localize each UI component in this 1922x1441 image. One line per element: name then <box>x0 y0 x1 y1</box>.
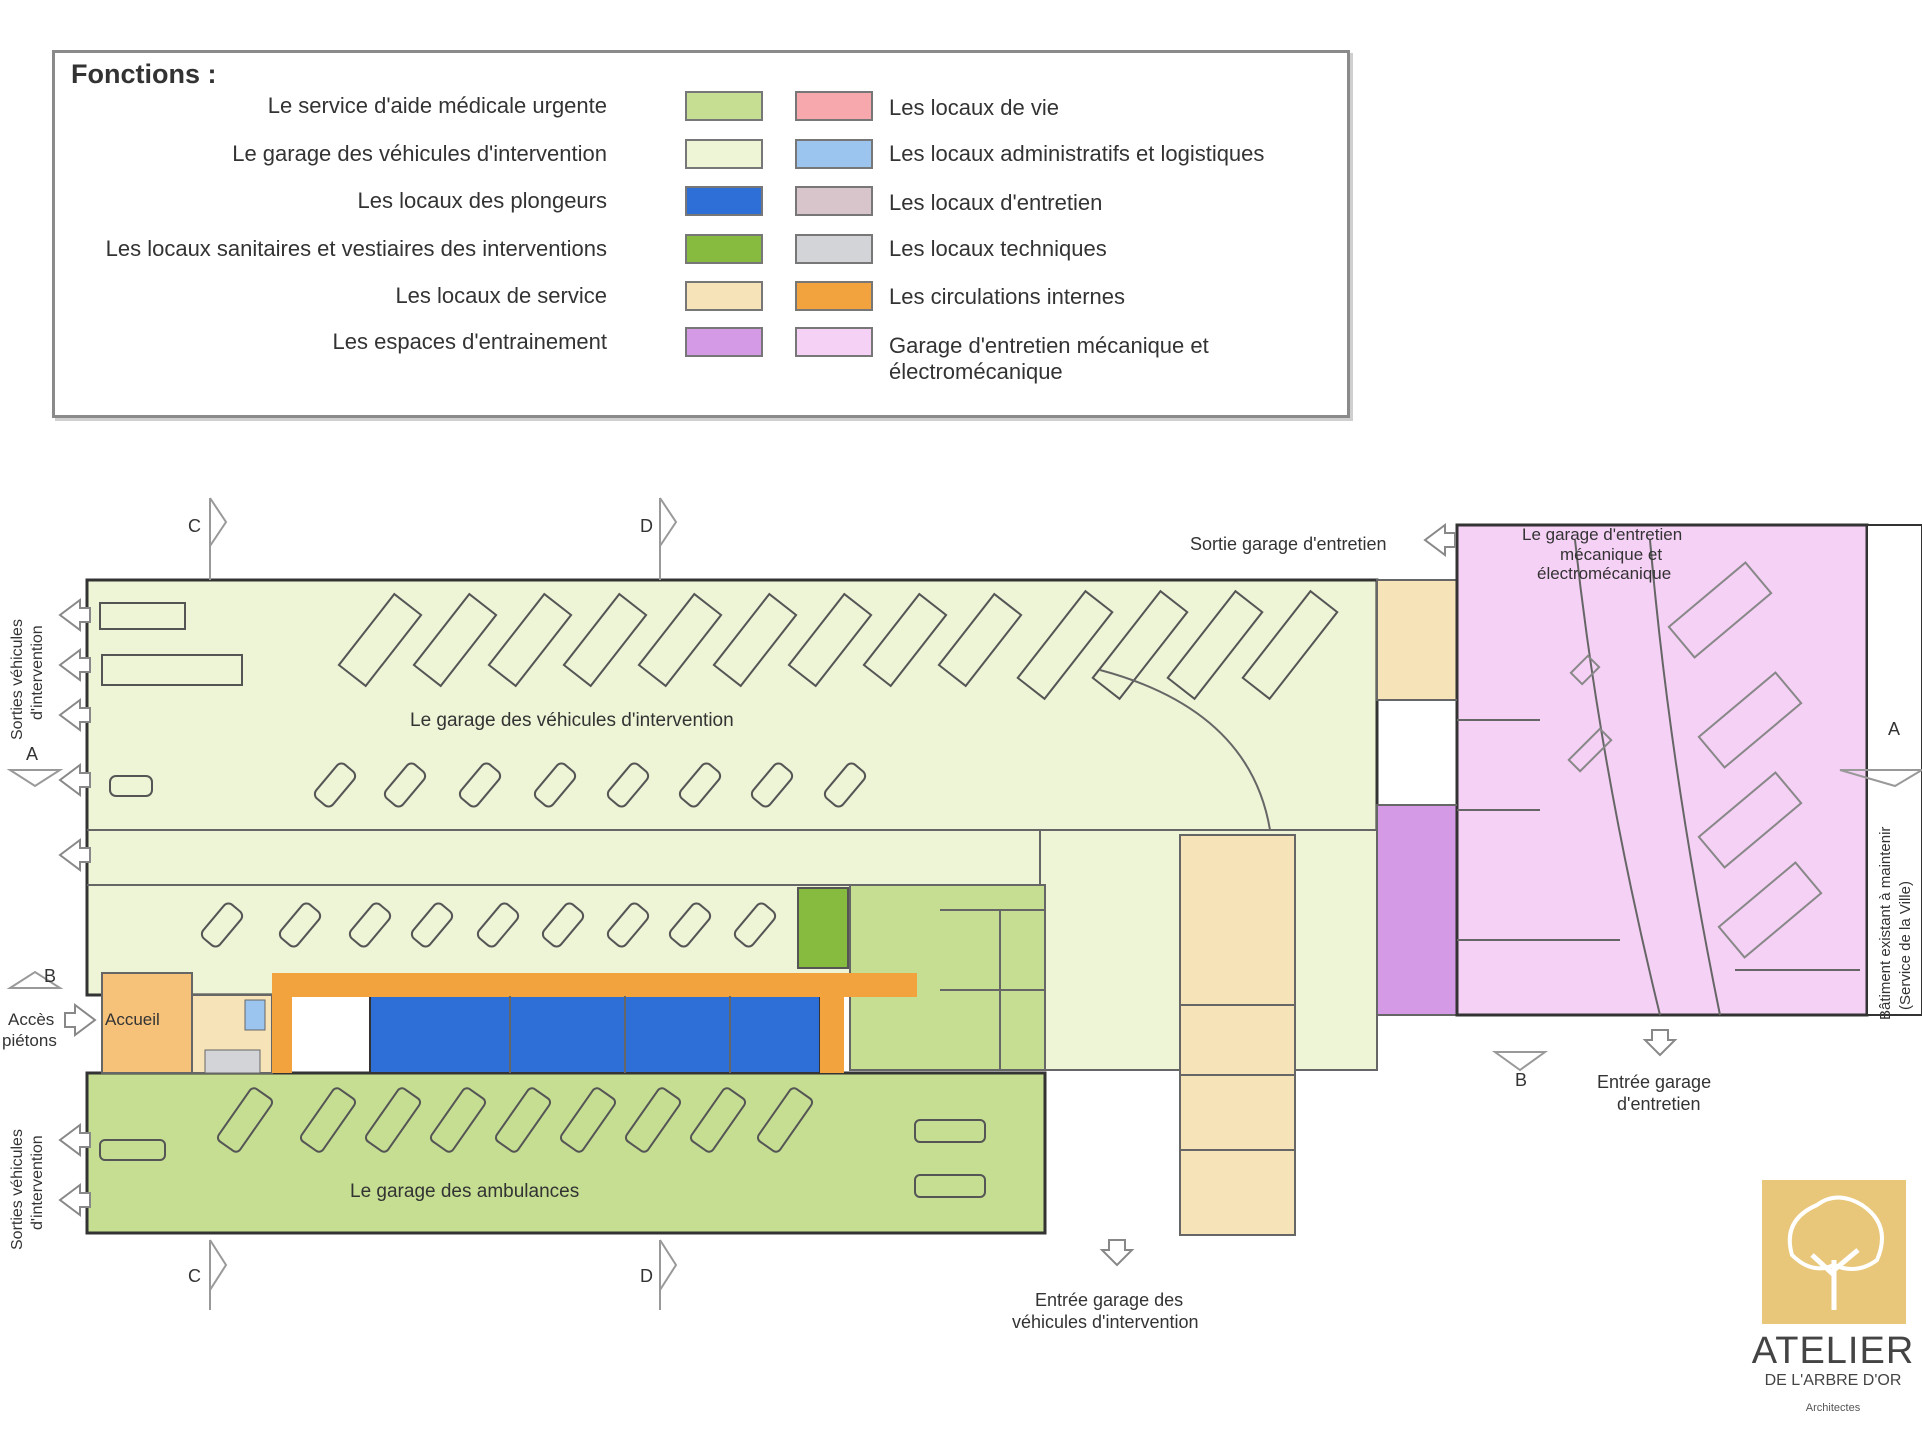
legend-item: Les locaux des plongeurs <box>55 186 1347 216</box>
legend-label: Les circulations internes <box>889 284 1126 309</box>
tree-icon <box>1762 1180 1906 1324</box>
legend-item: Le service d'aide médicale urgente <box>55 91 1347 121</box>
label-garage-entretien-3: électromécanique <box>1537 564 1671 583</box>
legend-label: Les locaux de service <box>395 283 607 308</box>
legend-label: Les locaux techniques <box>889 236 1107 261</box>
legend-label: Les locaux de vie <box>889 95 1059 120</box>
label-sorties-bottom-1: Sorties véhicules <box>9 1129 26 1250</box>
section-marker-c-bottom: C <box>188 1266 201 1286</box>
legend-item: Les espaces d'entrainement <box>55 327 1347 357</box>
floor-plan: Le garage des véhicules d'intervention L… <box>2 497 1922 1332</box>
legend-item: Les locaux de service <box>55 281 1347 311</box>
legend-title: Fonctions : <box>71 59 217 89</box>
truck-bays <box>99 589 1339 701</box>
label-garage-ambulances: Le garage des ambulances <box>350 1181 579 1202</box>
label-sortie-garage-entretien: Sortie garage d'entretien <box>1190 534 1387 554</box>
legend-item: Les locaux administratifs et logistiques <box>55 139 1347 169</box>
section-cut-lines <box>6 497 1922 1310</box>
zone-circulation-v2 <box>820 973 844 1073</box>
interior-walls <box>87 539 1860 1151</box>
legend-item: Les locaux d'entretien <box>55 186 1347 216</box>
legend-label: Le garage des véhicules d'intervention <box>232 141 607 166</box>
label-sorties-top-2: d'intervention <box>29 625 46 720</box>
legend-item: Le garage des véhicules d'intervention <box>55 139 1347 169</box>
ambulance-bays <box>99 1087 986 1198</box>
section-marker-c-top: C <box>188 516 201 536</box>
label-accueil: Accueil <box>105 1010 160 1029</box>
legend-swatch <box>685 281 763 311</box>
legend-swatch <box>685 186 763 216</box>
zone-circulation-v1 <box>272 973 292 1073</box>
legend-swatch <box>795 234 873 264</box>
zone-service-top <box>1376 579 1458 701</box>
zone-entrainement <box>1376 804 1458 1016</box>
legend-label: Garage d'entretien mécanique et électrom… <box>889 333 1209 384</box>
section-marker-b-right: B <box>1515 1070 1527 1090</box>
zone-circulation-main <box>272 973 917 997</box>
zone-garage-entretien <box>1455 523 1869 1017</box>
label-entree-garage-vehicules-2: véhicules d'intervention <box>1012 1312 1199 1332</box>
legend-swatch <box>795 91 873 121</box>
label-batiment-existant-2: (Service de la Ville) <box>1897 881 1914 1010</box>
legend-label: Le service d'aide médicale urgente <box>267 93 607 118</box>
logo-name: ATELIER <box>1751 1330 1915 1372</box>
legend-item: Les locaux sanitaires et vestiaires des … <box>55 234 1347 264</box>
label-entree-garage-vehicules-1: Entrée garage des <box>1035 1290 1183 1310</box>
zone-service-center <box>1179 834 1296 1076</box>
zone-service-bottom <box>1179 1074 1296 1236</box>
label-entree-garage-entretien-1: Entrée garage <box>1597 1072 1711 1092</box>
zone-accueil <box>101 972 193 1074</box>
legend-swatch <box>795 327 873 357</box>
legend-swatch <box>685 91 763 121</box>
legend-swatch <box>685 327 763 357</box>
legend-label: Les locaux administratifs et logistiques <box>889 141 1265 166</box>
legend-item: Garage d'entretien mécanique et électrom… <box>55 327 1347 384</box>
label-batiment-existant-1: Bâtiment existant à maintenir <box>1877 827 1894 1020</box>
label-garage-intervention: Le garage des véhicules d'intervention <box>410 710 734 731</box>
legend-item: Les locaux techniques <box>55 234 1347 264</box>
legend-label: Les espaces d'entrainement <box>332 329 607 354</box>
logo-subtitle: DE L'ARBRE D'OR <box>1764 1372 1902 1389</box>
atelier-logo: ATELIER DE L'ARBRE D'OR Architectes <box>1744 1180 1922 1430</box>
legend-label: Les locaux des plongeurs <box>357 188 608 213</box>
legend-swatch <box>685 139 763 169</box>
maintenance-vehicles <box>1567 561 1823 959</box>
section-marker-d-top: D <box>640 516 653 536</box>
legend: Fonctions : Le service d'aide médicale u… <box>52 50 1350 418</box>
zone-sanitaires <box>797 887 849 969</box>
legend-swatch <box>685 234 763 264</box>
zone-plongeurs <box>369 995 821 1074</box>
label-acces-pietons-2: piétons <box>2 1031 57 1050</box>
legend-label: Les locaux d'entretien <box>889 190 1103 215</box>
label-entree-garage-entretien-2: d'entretien <box>1617 1094 1701 1114</box>
legend-item: Les circulations internes <box>55 281 1347 311</box>
label-sorties-top-1: Sorties véhicules <box>9 619 26 740</box>
label-garage-entretien-2: mécanique et <box>1560 545 1662 564</box>
section-marker-b-left: B <box>44 966 56 986</box>
zone-tech <box>204 1049 261 1074</box>
legend-swatch <box>795 281 873 311</box>
label-acces-pietons-1: Accès <box>8 1010 54 1029</box>
car-bays <box>109 762 867 948</box>
zone-garage-ambulances <box>85 1071 1047 1235</box>
section-marker-a-left: A <box>26 744 38 764</box>
logo-tagline: Architectes <box>1805 1402 1861 1414</box>
section-marker-a-right: A <box>1888 719 1900 739</box>
exit-arrows <box>58 523 1678 1267</box>
label-garage-entretien-1: Le garage d'entretien <box>1522 525 1682 544</box>
label-sorties-bottom-2: d'intervention <box>29 1135 46 1230</box>
legend-label: Les locaux sanitaires et vestiaires des … <box>105 236 607 261</box>
legend-item: Les locaux de vie <box>55 91 1347 121</box>
legend-swatch <box>795 139 873 169</box>
zone-admin <box>244 999 266 1031</box>
legend-swatch <box>795 186 873 216</box>
section-marker-d-bottom: D <box>640 1266 653 1286</box>
